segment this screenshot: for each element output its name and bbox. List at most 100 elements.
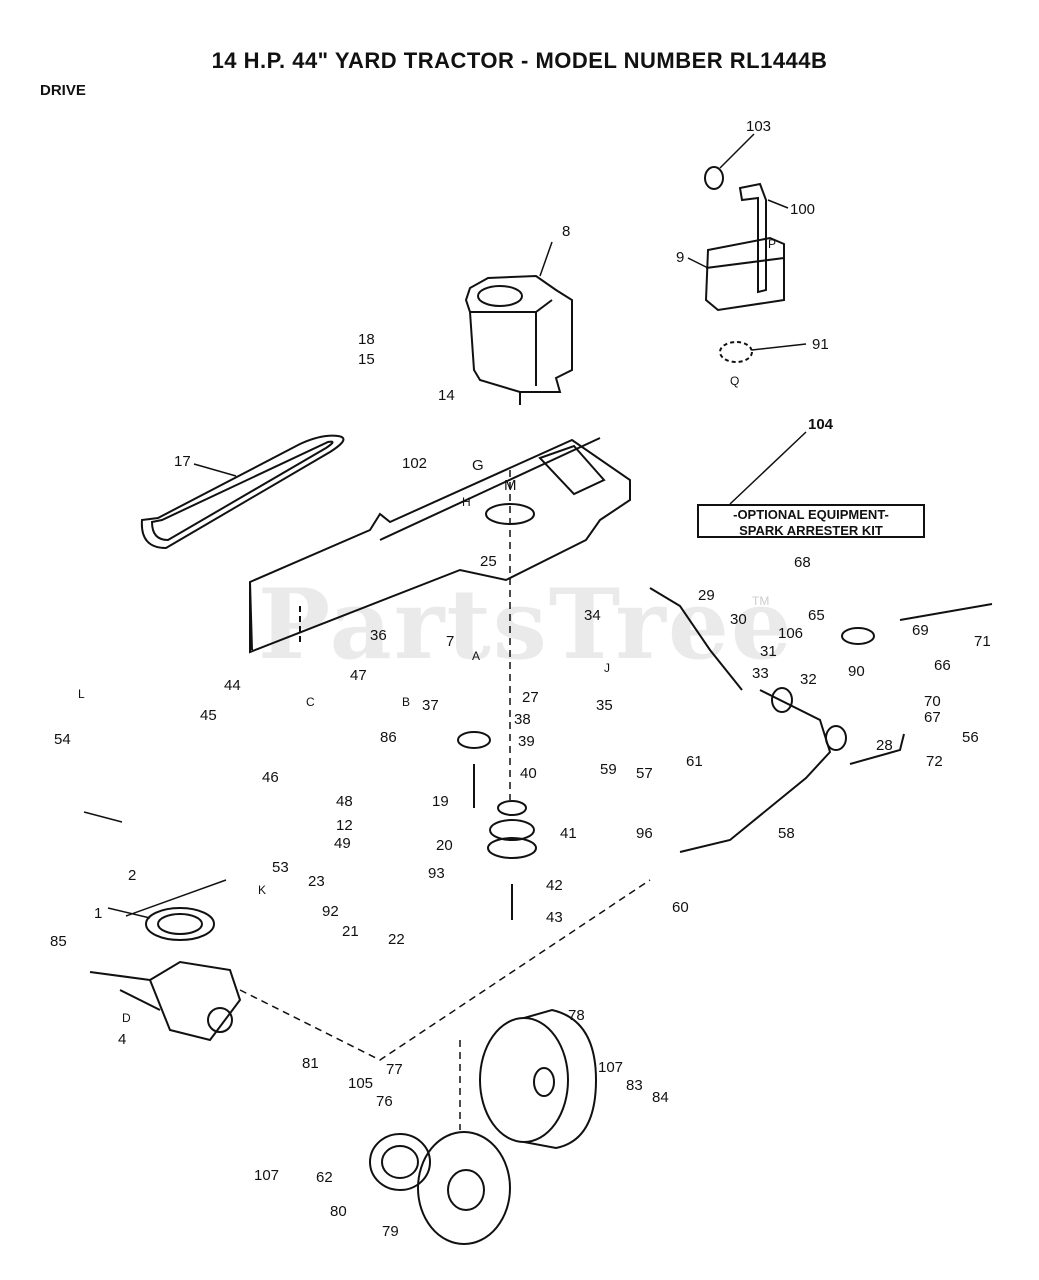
part-label-48: 48 bbox=[336, 793, 353, 810]
part-label-85: 85 bbox=[50, 933, 67, 950]
part-label-42: 42 bbox=[546, 877, 563, 894]
part-label-92: 92 bbox=[322, 903, 339, 920]
part-label-71: 71 bbox=[974, 633, 991, 650]
part-label-53: 53 bbox=[272, 859, 289, 876]
part-label-90: 90 bbox=[848, 663, 865, 680]
shifter-drawing bbox=[704, 166, 785, 363]
engine-drawing bbox=[464, 274, 573, 405]
part-label-q: Q bbox=[730, 374, 739, 388]
part-label-33: 33 bbox=[752, 665, 769, 682]
part-label-68: 68 bbox=[794, 554, 811, 571]
leader-lines bbox=[83, 133, 807, 919]
part-label-59: 59 bbox=[600, 761, 617, 778]
part-label-56: 56 bbox=[962, 729, 979, 746]
part-label-4: 4 bbox=[118, 1031, 126, 1048]
dashed-leader-lines bbox=[239, 470, 651, 1130]
part-label-91: 91 bbox=[812, 336, 829, 353]
part-label-20: 20 bbox=[436, 837, 453, 854]
part-label-103: 103 bbox=[746, 118, 771, 135]
part-label-70: 70 bbox=[924, 693, 941, 710]
part-label-78: 78 bbox=[568, 1007, 585, 1024]
part-label-83: 83 bbox=[626, 1077, 643, 1094]
shift-linkage-drawing bbox=[649, 587, 993, 853]
part-label-36: 36 bbox=[370, 627, 387, 644]
part-label-81: 81 bbox=[302, 1055, 319, 1072]
part-label-44: 44 bbox=[224, 677, 241, 694]
part-label-62: 62 bbox=[316, 1169, 333, 1186]
part-label-k: K bbox=[258, 883, 266, 897]
part-label-h: H bbox=[462, 495, 471, 509]
part-label-76: 76 bbox=[376, 1093, 393, 1110]
part-label-a: A bbox=[472, 649, 480, 663]
part-label-30: 30 bbox=[730, 611, 747, 628]
part-label-j: J bbox=[604, 661, 610, 675]
part-label-17: 17 bbox=[174, 453, 191, 470]
part-label-105: 105 bbox=[348, 1075, 373, 1092]
callout-number: 104 bbox=[808, 416, 834, 433]
part-label-58: 58 bbox=[778, 825, 795, 842]
part-label-102: 102 bbox=[402, 455, 427, 472]
part-label-69: 69 bbox=[912, 622, 929, 639]
part-label-46: 46 bbox=[262, 769, 279, 786]
page-title: 14 H.P. 44" YARD TRACTOR - MODEL NUMBER … bbox=[211, 48, 828, 73]
watermark-logo: PartsTree bbox=[258, 568, 794, 681]
part-label-41: 41 bbox=[560, 825, 577, 842]
part-label-12: 12 bbox=[336, 817, 353, 834]
part-label-66: 66 bbox=[934, 657, 951, 674]
part-label-107-transaxle: 107 bbox=[254, 1167, 279, 1184]
part-label-93: 93 bbox=[428, 865, 445, 882]
part-label-37: 37 bbox=[422, 697, 439, 714]
part-label-100: 100 bbox=[790, 201, 815, 218]
part-label-b: B bbox=[402, 695, 410, 709]
part-label-9: 9 bbox=[676, 249, 684, 266]
part-number-labels: 103 100 8 9 P 91 Q 18 15 14 17 102 G H M… bbox=[50, 118, 991, 1240]
part-label-c: C bbox=[306, 695, 315, 709]
part-label-27: 27 bbox=[522, 689, 539, 706]
part-label-80: 80 bbox=[330, 1203, 347, 1220]
part-label-43: 43 bbox=[546, 909, 563, 926]
part-label-47: 47 bbox=[350, 667, 367, 684]
callout-line-2: SPARK ARRESTER KIT bbox=[739, 523, 883, 538]
part-label-l: L bbox=[78, 687, 85, 701]
part-label-54: 54 bbox=[54, 731, 71, 748]
front-wheel-drawing bbox=[369, 1131, 511, 1245]
transaxle-drawing bbox=[89, 907, 242, 1042]
part-label-m: M bbox=[504, 477, 517, 494]
section-label: DRIVE bbox=[40, 82, 86, 99]
part-label-25: 25 bbox=[480, 553, 497, 570]
part-label-22: 22 bbox=[388, 931, 405, 948]
part-label-d: D bbox=[122, 1011, 131, 1025]
part-label-79: 79 bbox=[382, 1223, 399, 1240]
part-label-15: 15 bbox=[358, 351, 375, 368]
diagram-drawing bbox=[83, 133, 993, 1245]
part-label-2: 2 bbox=[128, 867, 136, 884]
part-label-65: 65 bbox=[808, 607, 825, 624]
callout-line-1: -OPTIONAL EQUIPMENT- bbox=[733, 507, 889, 522]
part-label-60: 60 bbox=[672, 899, 689, 916]
part-label-32: 32 bbox=[800, 671, 817, 688]
part-label-8: 8 bbox=[562, 223, 570, 240]
watermark-trademark: TM bbox=[752, 594, 770, 608]
optional-equipment-callout: -OPTIONAL EQUIPMENT- SPARK ARRESTER KIT bbox=[697, 504, 925, 538]
part-label-34: 34 bbox=[584, 607, 601, 624]
part-label-29: 29 bbox=[698, 587, 715, 604]
part-label-61: 61 bbox=[686, 753, 703, 770]
part-label-p: P bbox=[768, 237, 776, 251]
pulley-stack-drawing bbox=[457, 731, 537, 920]
part-label-7: 7 bbox=[446, 633, 454, 650]
part-label-39: 39 bbox=[518, 733, 535, 750]
part-label-67: 67 bbox=[924, 709, 941, 726]
part-label-23: 23 bbox=[308, 873, 325, 890]
part-label-77: 77 bbox=[386, 1061, 403, 1078]
part-label-49: 49 bbox=[334, 835, 351, 852]
part-label-35: 35 bbox=[596, 697, 613, 714]
tractor-frame-drawing bbox=[249, 437, 631, 654]
part-label-1: 1 bbox=[94, 905, 102, 922]
rear-wheel-drawing bbox=[479, 1008, 598, 1150]
part-label-45: 45 bbox=[200, 707, 217, 724]
part-label-106: 106 bbox=[778, 625, 803, 642]
part-label-31: 31 bbox=[760, 643, 777, 660]
part-label-14: 14 bbox=[438, 387, 455, 404]
part-label-21: 21 bbox=[342, 923, 359, 940]
